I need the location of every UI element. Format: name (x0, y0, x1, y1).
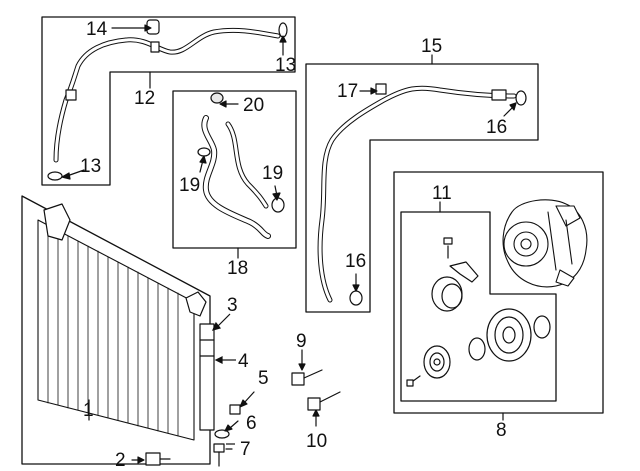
callout-13-bottom: 13 (80, 156, 102, 177)
callout-19-left: 19 (179, 175, 201, 196)
callout-4: 4 (238, 351, 249, 372)
callout-14: 14 (86, 19, 108, 40)
callout-7: 7 (240, 439, 251, 460)
condenser-1-group (21, 195, 215, 465)
callout-20: 20 (243, 95, 265, 116)
callout-2: 2 (115, 450, 126, 471)
callout-10: 10 (306, 431, 328, 452)
callout-13-top: 13 (275, 55, 297, 76)
callout-16-top: 16 (486, 117, 508, 138)
hose-18-group (172, 90, 297, 259)
compressor-8-group (393, 171, 604, 421)
callout-8: 8 (496, 420, 507, 441)
callout-16-bottom: 16 (345, 251, 367, 272)
callout-6: 6 (246, 413, 257, 434)
callout-3: 3 (227, 295, 238, 316)
hose-12-group (41, 16, 296, 186)
callout-12: 12 (134, 88, 156, 109)
callout-5: 5 (258, 368, 269, 389)
line-15-group (305, 54, 539, 313)
fasteners-group (131, 349, 341, 467)
callout-9: 9 (296, 331, 307, 352)
callout-11: 11 (432, 183, 452, 204)
callout-18: 18 (227, 258, 249, 279)
callout-17: 17 (337, 81, 359, 102)
callout-1: 1 (83, 400, 94, 421)
callout-15: 15 (421, 36, 443, 57)
callout-19-right: 19 (262, 163, 284, 184)
